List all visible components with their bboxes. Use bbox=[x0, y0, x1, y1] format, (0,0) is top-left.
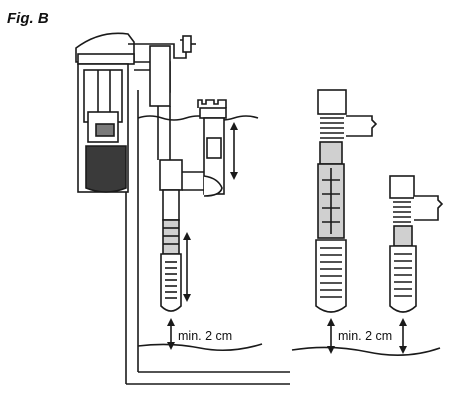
water-line-left bbox=[137, 115, 259, 121]
clearance-label-right: min. 2 cm bbox=[338, 329, 392, 343]
intake-strainer-left bbox=[160, 189, 182, 312]
strainer-extended bbox=[315, 89, 378, 354]
outlet-pipe bbox=[128, 35, 196, 107]
figure-label: Fig. B bbox=[7, 10, 49, 27]
clearance-label-left: min. 2 cm bbox=[178, 329, 232, 343]
adjustable-elbow bbox=[159, 99, 227, 197]
substrate-line-left bbox=[137, 343, 263, 352]
substrate-line-right bbox=[291, 346, 441, 356]
hang-on-filter-assembly bbox=[75, 32, 290, 385]
filter-motor-head bbox=[75, 32, 135, 193]
intake-tube bbox=[157, 106, 171, 160]
ribbed-neck bbox=[320, 117, 344, 139]
strainer-compact bbox=[389, 175, 444, 354]
